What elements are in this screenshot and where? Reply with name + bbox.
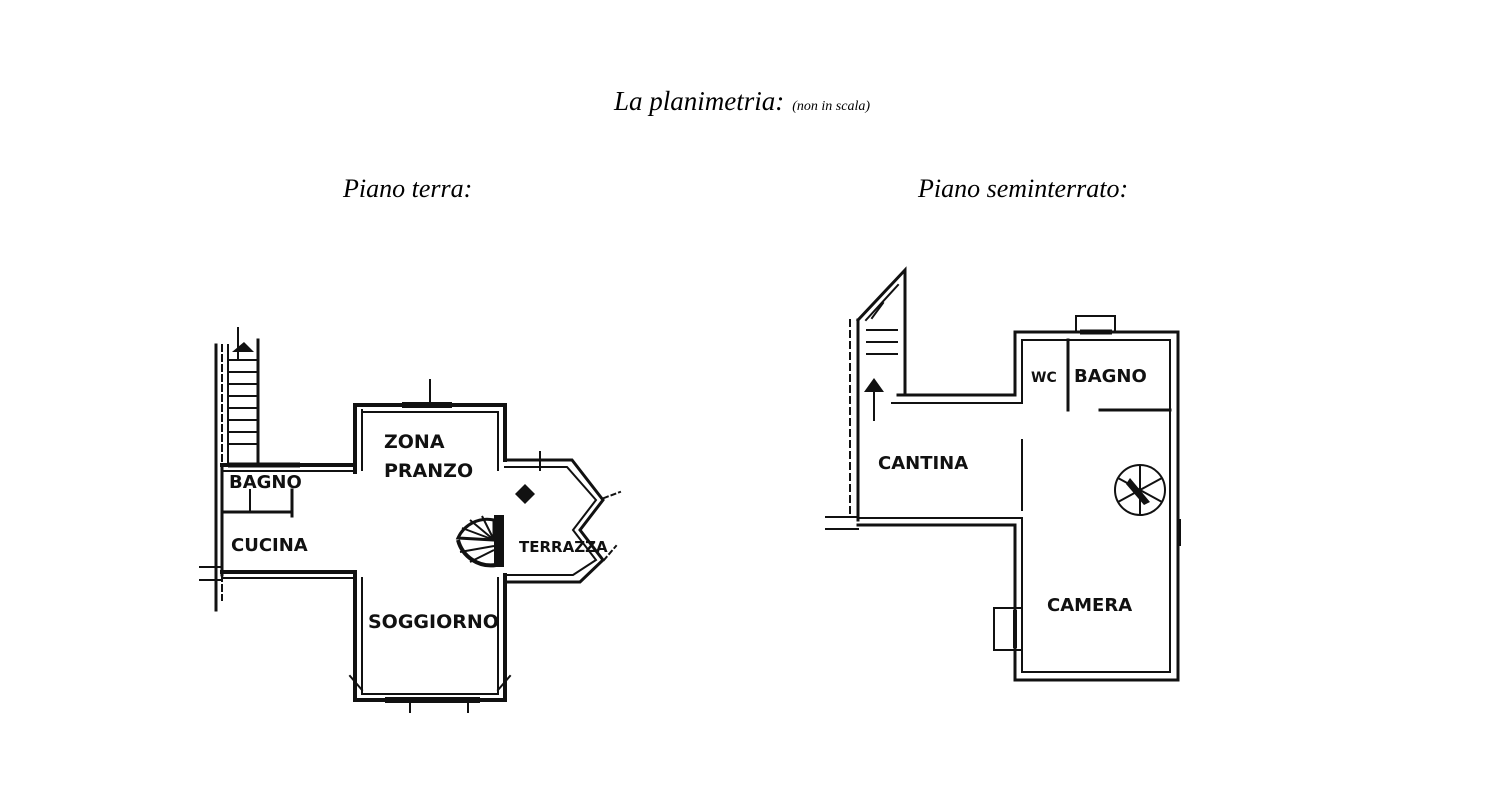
room-label-zona: ZONA [384, 431, 445, 453]
basement-floor-plan: WC BAGNO CANTINA CAMERA [825, 266, 1181, 682]
room-label-bagno-terra: BAGNO [229, 472, 302, 493]
plan-subtitle: (non in scala) [792, 99, 871, 114]
room-label-terrazza: TERRAZZA [519, 538, 608, 556]
ground-floor-title: Piano terra: [343, 174, 473, 203]
room-label-bagno-seminterrato: BAGNO [1074, 366, 1147, 387]
room-label-soggiorno: SOGGIORNO [368, 611, 499, 633]
ground-floor-plan: ZONA PRANZO BAGNO CUCINA TERRAZZA SOGGIO… [199, 327, 622, 713]
room-label-cantina: CANTINA [878, 453, 968, 474]
arrow-icon [515, 484, 535, 504]
room-label-cucina: CUCINA [231, 535, 308, 556]
room-label-wc: WC [1031, 370, 1057, 386]
basement-staircase [849, 266, 907, 522]
basement-floor-title: Piano seminterrato: [918, 174, 1129, 203]
spiral-staircase [455, 515, 504, 568]
spiral-staircase-basement [1114, 464, 1166, 516]
room-label-camera: CAMERA [1047, 595, 1132, 616]
page-title: La planimetria: (non in scala) [0, 86, 1484, 117]
plan-title: La planimetria: [613, 86, 785, 116]
room-label-pranzo: PRANZO [384, 460, 473, 482]
terrace-outline [503, 451, 622, 584]
